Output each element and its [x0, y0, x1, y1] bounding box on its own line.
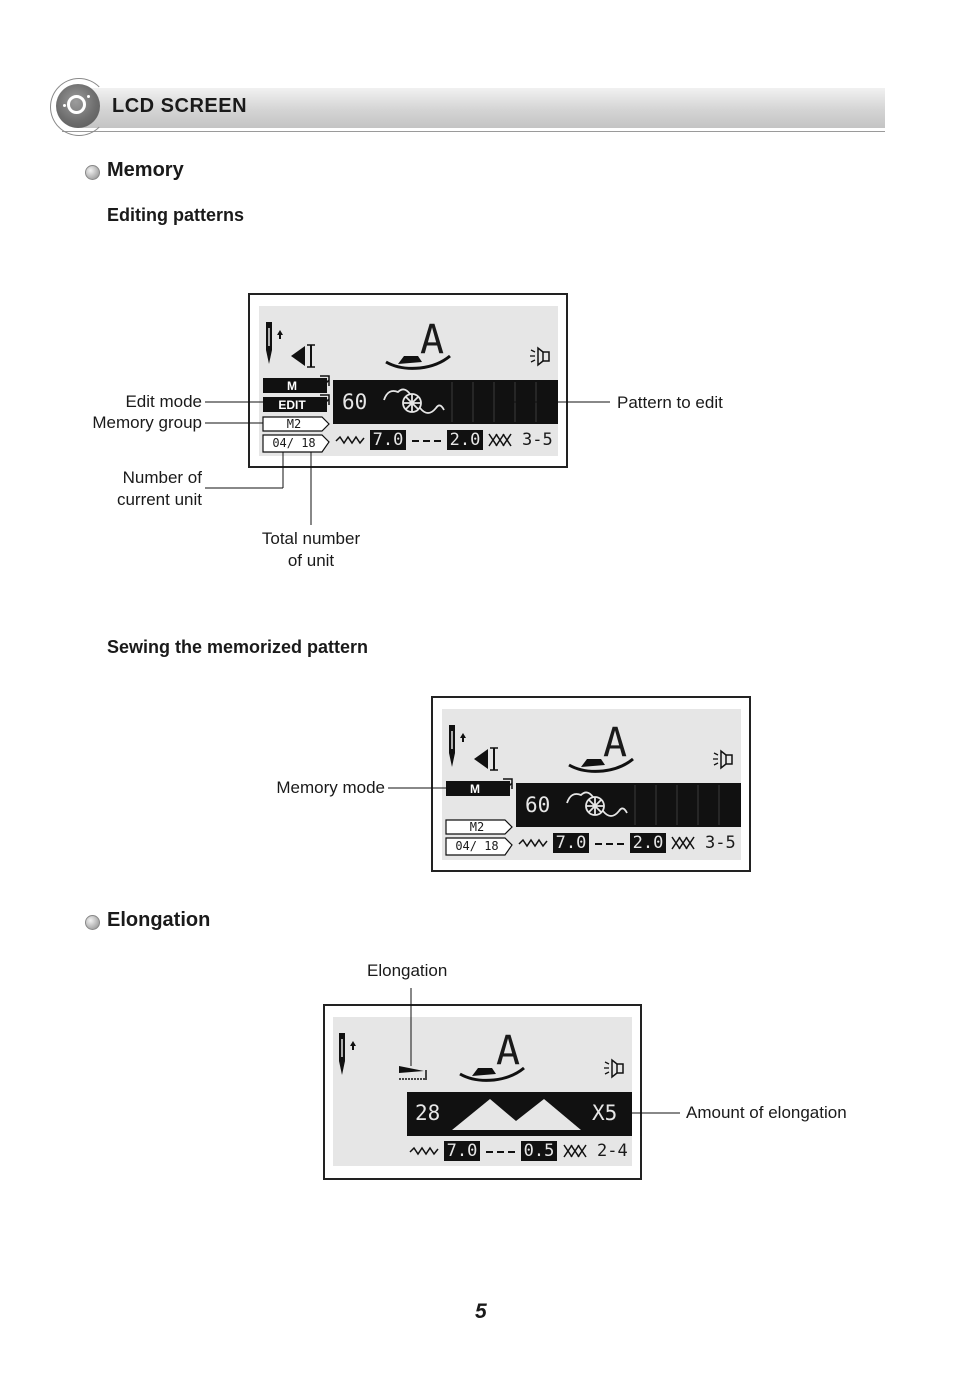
- edit-mode-callout: Edit mode: [125, 392, 202, 411]
- foot-letter: A: [420, 317, 445, 363]
- width-value-box: [444, 1141, 480, 1161]
- section-header-bar: [62, 88, 885, 128]
- needle-icon: [266, 322, 283, 364]
- elongation-amount: X5: [592, 1101, 618, 1125]
- speaker-icon: [713, 749, 733, 770]
- total-unit-callout-line1: Total number: [261, 529, 361, 548]
- length-value: 0.5: [523, 1141, 555, 1161]
- tension-value: 3-5: [705, 833, 736, 853]
- page-number: 5: [475, 1300, 487, 1323]
- mode-m-box: [446, 781, 510, 796]
- tension-value: 2-4: [597, 1141, 628, 1161]
- decorative-pattern-icon: [383, 388, 445, 414]
- width-value-box: [370, 430, 406, 450]
- speaker-icon: [530, 346, 550, 367]
- amount-of-elongation-callout: Amount of elongation: [686, 1103, 847, 1122]
- length-value: 2.0: [449, 430, 481, 450]
- tension-icon: [488, 433, 512, 447]
- memory-group-tag: [262, 416, 330, 432]
- needle-icon: [339, 1033, 356, 1075]
- header-dot: [63, 104, 66, 107]
- width-value-box: [553, 833, 589, 853]
- tension-value: 3-5: [522, 430, 553, 450]
- zigzag-width-icon: [518, 838, 548, 848]
- pattern-number: 28: [415, 1101, 441, 1125]
- memory-group-callout: Memory group: [92, 413, 202, 432]
- unit-counter-tag: [262, 434, 330, 453]
- elongation-callout: Elongation: [367, 961, 448, 980]
- editing-patterns-heading: Editing patterns: [107, 205, 245, 225]
- triangle-left-icon: [474, 747, 498, 771]
- elongation-indicator-icon: [399, 1066, 427, 1080]
- bullet-icon: [85, 165, 100, 180]
- presser-foot-icon: [385, 354, 451, 370]
- width-value: 7.0: [372, 430, 404, 450]
- header-o-glyph: [67, 95, 86, 114]
- sewing-memorized-heading: Sewing the memorized pattern: [107, 637, 369, 657]
- presser-foot-icon: [459, 1066, 525, 1082]
- total-unit-callout-line2: of unit: [287, 551, 335, 570]
- mode-m-label: M: [470, 782, 480, 796]
- width-value: 7.0: [446, 1141, 478, 1161]
- foot-letter: A: [496, 1028, 521, 1074]
- pencil-icon: [320, 394, 330, 406]
- bullet-icon: [85, 915, 100, 930]
- zigzag-width-icon: [335, 435, 365, 445]
- width-value: 7.0: [555, 833, 587, 853]
- memory-group-tag: [445, 819, 513, 835]
- foot-letter: A: [603, 720, 628, 766]
- callout-lines: [205, 401, 610, 525]
- pattern-number: 60: [525, 793, 551, 817]
- tension-icon: [563, 1144, 587, 1158]
- tension-icon: [671, 836, 695, 850]
- pattern-bar-dividers: [634, 785, 720, 825]
- memory-mode-callout: Memory mode: [276, 778, 385, 797]
- length-value-box: [630, 833, 666, 853]
- speaker-icon: [604, 1058, 624, 1079]
- decorative-pattern-icon: [566, 791, 628, 817]
- elongation-heading: Elongation: [107, 909, 211, 931]
- header-underline: [62, 131, 885, 132]
- zigzag-width-icon: [409, 1146, 439, 1156]
- presser-foot-icon: [568, 757, 634, 773]
- header-badge-ring: [50, 78, 108, 136]
- lcd-elongation-background: [333, 1017, 632, 1166]
- length-value: 2.0: [632, 833, 664, 853]
- pattern-number: 60: [342, 390, 368, 414]
- pattern-bar: [516, 783, 741, 827]
- pattern-to-edit-callout: Pattern to edit: [617, 393, 723, 412]
- elongated-triangle-pattern: [452, 1099, 581, 1130]
- mode-m-label: M: [287, 379, 297, 393]
- current-unit-callout-line1: Number of: [122, 468, 202, 487]
- unit-counter-value: 04/ 18: [455, 839, 499, 853]
- pencil-icon: [320, 375, 330, 387]
- current-unit-callout-line2: current unit: [116, 490, 202, 509]
- pencil-icon: [503, 778, 513, 790]
- unit-counter-tag: [445, 837, 513, 856]
- length-value-box: [521, 1141, 557, 1161]
- mode-edit-label: EDIT: [278, 398, 306, 412]
- memory-group-value: M2: [286, 417, 302, 431]
- unit-counter-value: 04/ 18: [272, 436, 316, 450]
- length-value-box: [447, 430, 483, 450]
- section-title: LCD SCREEN: [112, 95, 248, 117]
- memory-group-value: M2: [469, 820, 485, 834]
- memory-heading: Memory: [107, 159, 184, 181]
- needle-icon: [449, 725, 466, 767]
- mode-edit-box: [263, 397, 327, 412]
- triangle-left-icon: [291, 344, 315, 368]
- header-dot: [87, 95, 90, 98]
- mode-m-box: [263, 378, 327, 393]
